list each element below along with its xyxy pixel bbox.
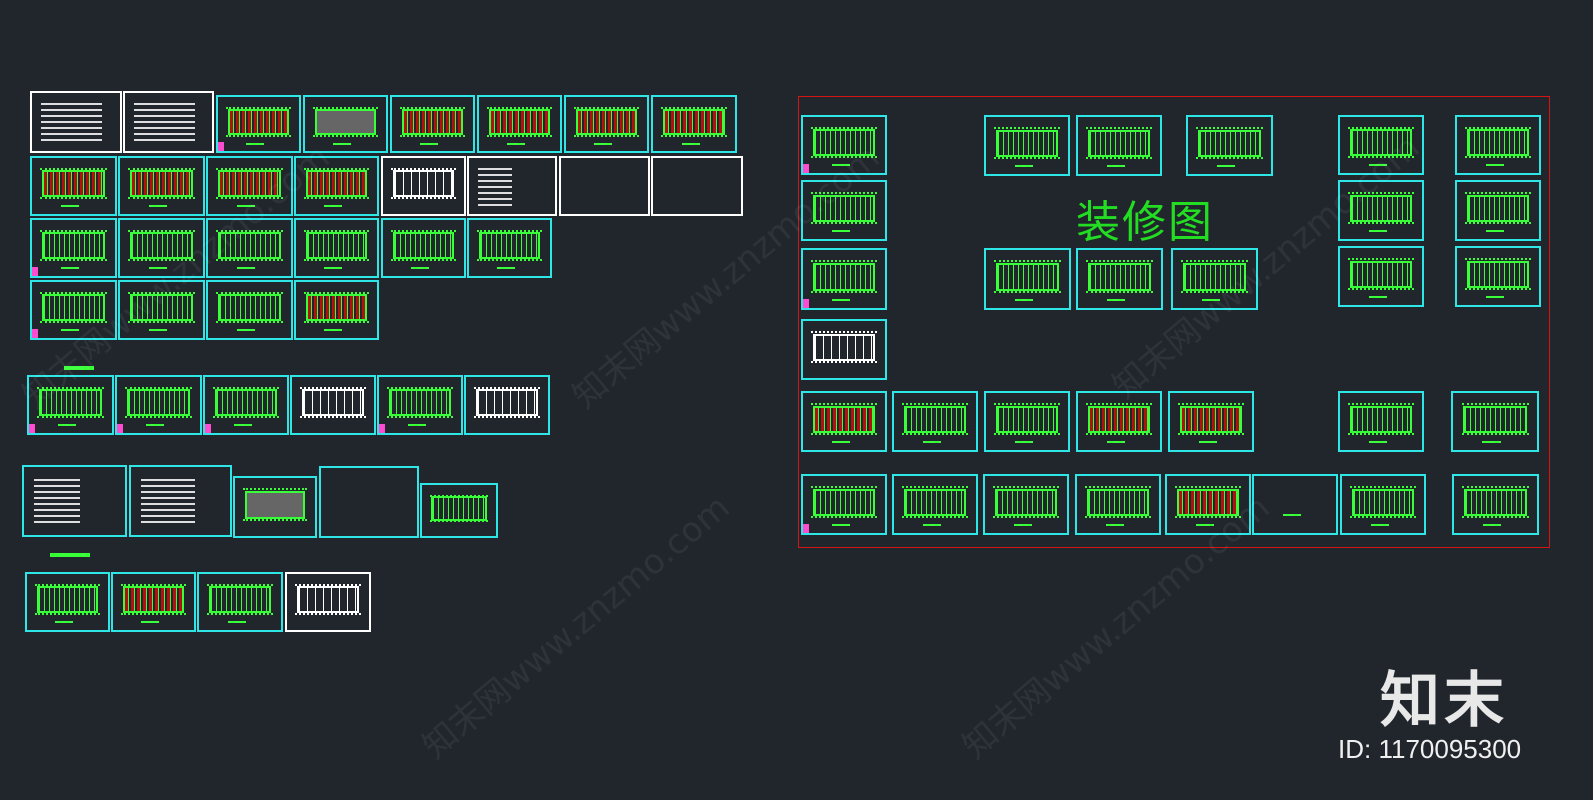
drawing-sheet[interactable] — [801, 180, 887, 241]
drawing-sheet[interactable] — [984, 115, 1070, 176]
drawing-sheet[interactable] — [294, 280, 379, 340]
drawing-sheet-notes[interactable] — [123, 91, 214, 153]
drawing-sheet[interactable] — [27, 375, 114, 435]
drawing-sheet[interactable] — [197, 572, 283, 632]
drawing-sheet[interactable] — [477, 95, 562, 153]
drawing-sheet[interactable] — [30, 156, 117, 216]
drawing-sheet[interactable] — [1338, 115, 1424, 175]
brand-logo: 知末 — [1380, 666, 1508, 736]
drawing-sheet[interactable] — [1340, 474, 1426, 535]
drawing-sheet[interactable] — [216, 95, 301, 153]
drawing-sheet[interactable] — [1168, 391, 1254, 452]
drawing-sheet[interactable] — [303, 95, 388, 153]
frame-title: 装修图 — [1076, 197, 1214, 248]
drawing-sheet[interactable] — [801, 474, 887, 535]
drawing-sheet[interactable] — [1252, 474, 1338, 535]
drawing-sheet[interactable] — [892, 474, 978, 535]
drawing-sheet[interactable] — [983, 474, 1069, 535]
drawing-sheet[interactable] — [30, 218, 117, 278]
drawing-sheet[interactable] — [381, 218, 466, 278]
drawing-sheet[interactable] — [1165, 474, 1251, 535]
image-id-label: ID: 1170095300 — [1338, 734, 1522, 764]
drawing-sheet[interactable] — [118, 218, 205, 278]
drawing-sheet[interactable] — [203, 375, 289, 435]
drawing-sheet[interactable] — [118, 156, 205, 216]
drawing-sheet[interactable] — [294, 156, 379, 216]
drawing-sheet[interactable] — [1451, 391, 1539, 452]
drawing-sheet[interactable] — [1076, 248, 1163, 310]
drawing-sheet-details[interactable] — [651, 156, 743, 216]
drawing-sheet[interactable] — [30, 280, 117, 340]
drawing-sheet[interactable] — [1455, 246, 1541, 307]
drawing-sheet[interactable] — [1455, 115, 1541, 175]
drawing-sheet[interactable] — [1338, 391, 1424, 452]
drawing-sheet[interactable] — [1452, 474, 1539, 535]
drawing-sheet-diagram[interactable] — [319, 466, 419, 538]
drawing-sheet[interactable] — [984, 248, 1071, 310]
drawing-sheet[interactable] — [118, 280, 205, 340]
drawing-sheet[interactable] — [1076, 115, 1162, 176]
drawing-sheet-notes[interactable] — [22, 465, 127, 537]
drawing-sheet[interactable] — [290, 375, 376, 435]
drawing-sheet[interactable] — [984, 391, 1070, 452]
drawing-sheet[interactable] — [1171, 248, 1258, 310]
drawing-sheet[interactable] — [233, 476, 317, 538]
drawing-sheet[interactable] — [1338, 180, 1424, 241]
drawing-sheet[interactable] — [25, 572, 110, 632]
drawing-sheet-details[interactable] — [559, 156, 650, 216]
drawing-sheet[interactable] — [801, 248, 887, 310]
decoration-drawings-frame[interactable] — [798, 96, 1550, 548]
drawing-sheet[interactable] — [390, 95, 475, 153]
drawing-sheet[interactable] — [115, 375, 202, 435]
drawing-sheet[interactable] — [1455, 180, 1541, 241]
drawing-sheet[interactable] — [206, 156, 293, 216]
drawing-sheet[interactable] — [206, 218, 293, 278]
drawing-sheet-notes[interactable] — [30, 91, 122, 153]
drawing-sheet[interactable] — [564, 95, 649, 153]
drawing-sheet[interactable] — [294, 218, 379, 278]
drawing-sheet-notes[interactable] — [129, 465, 232, 537]
drawing-sheet[interactable] — [801, 391, 887, 452]
drawing-sheet[interactable] — [892, 391, 978, 452]
drawing-sheet[interactable] — [467, 218, 552, 278]
drawing-sheet[interactable] — [206, 280, 293, 340]
drawing-sheet[interactable] — [377, 375, 463, 435]
group-label-bar — [64, 366, 94, 370]
drawing-sheet[interactable] — [1076, 391, 1162, 452]
drawing-sheet[interactable] — [1338, 246, 1424, 307]
drawing-sheet[interactable] — [1186, 115, 1273, 176]
drawing-sheet[interactable] — [1075, 474, 1161, 535]
drawing-sheet[interactable] — [111, 572, 196, 632]
drawing-sheet[interactable] — [381, 156, 466, 216]
group-label-bar — [50, 553, 90, 557]
drawing-sheet-details[interactable] — [467, 156, 557, 216]
drawing-sheet[interactable] — [651, 95, 737, 153]
drawing-sheet[interactable] — [801, 319, 887, 380]
drawing-sheet[interactable] — [420, 483, 498, 538]
drawing-sheet[interactable] — [464, 375, 550, 435]
drawing-sheet[interactable] — [285, 572, 371, 632]
drawing-sheet[interactable] — [801, 115, 887, 175]
